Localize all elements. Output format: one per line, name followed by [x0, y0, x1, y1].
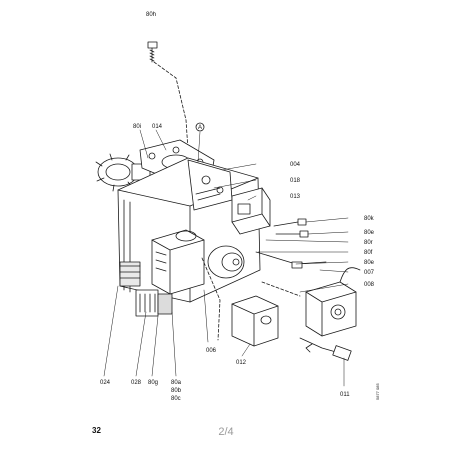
dashline-80h — [153, 61, 189, 151]
label-011: 011 — [340, 392, 350, 398]
cable-80f — [255, 251, 327, 265]
dashline-008 — [261, 281, 301, 297]
dashline-006 — [201, 257, 221, 341]
label-80c: 80c — [171, 396, 181, 402]
part-labels: 80h 80i 014 A 004 018 013 80k 80e 80r 80… — [100, 12, 375, 402]
label-80g: 80g — [148, 380, 158, 386]
page-number: 32 — [92, 426, 101, 435]
label-80b: 80b — [171, 388, 182, 394]
marker-circle-A — [195, 122, 205, 132]
label-80e-low: 80e — [364, 260, 375, 266]
screw-80h — [147, 41, 158, 63]
label-80i: 80i — [133, 124, 141, 130]
label-018: 018 — [290, 178, 301, 184]
label-024: 024 — [100, 380, 111, 386]
motor-assembly — [151, 229, 245, 295]
label-004: 004 — [290, 162, 301, 168]
screws-right — [273, 218, 309, 238]
label-013: 013 — [290, 194, 301, 200]
page-indicator: 2/4 — [218, 426, 234, 438]
label-80e-top: 80e — [364, 230, 375, 236]
label-80k: 80k — [364, 216, 375, 222]
transformer-013 — [231, 187, 271, 235]
label-006: 006 — [206, 348, 217, 354]
label-007: 007 — [364, 270, 375, 276]
label-80a: 80a — [171, 380, 182, 386]
reference-code: 5877 085 — [375, 383, 380, 400]
leader-lines — [103, 129, 349, 387]
nozzle-011 — [299, 337, 352, 361]
terminal-strip — [135, 289, 173, 317]
label-80h: 80h — [146, 12, 156, 18]
label-80r: 80r — [364, 240, 373, 246]
label-80f: 80f — [364, 250, 373, 256]
connector-80f — [291, 261, 303, 269]
fan-wheel — [95, 153, 151, 192]
label-A: A — [198, 125, 202, 131]
oil-pump — [305, 267, 361, 337]
label-008: 008 — [364, 282, 375, 288]
label-014: 014 — [152, 124, 163, 130]
ignition-coil-012 — [231, 295, 279, 347]
label-028: 028 — [131, 380, 142, 386]
label-012: 012 — [236, 360, 247, 366]
